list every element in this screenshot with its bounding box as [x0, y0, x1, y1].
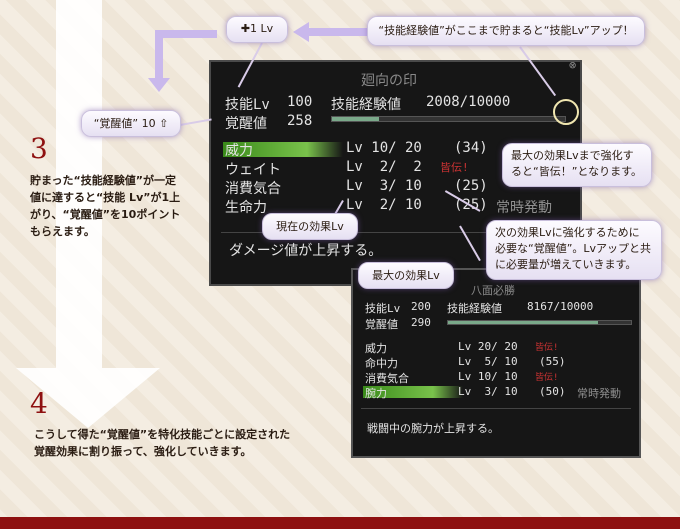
divider [221, 232, 570, 233]
effect-lv: Lv 5/ 10 [458, 355, 518, 368]
next-lv-callout: 次の効果Lvに強化するために 必要な“覚醒値”。Lvアップと共 に必要量が増えて… [486, 220, 662, 280]
flow-arrow-head [16, 368, 160, 428]
effect-cost: (55) [539, 355, 566, 368]
effect-lv: Lv 3/ 10 [346, 178, 422, 194]
effect-lv: Lv 10/ 20 [346, 140, 422, 156]
step-3-description: 貯まった“技能経験値”が一定 値に達すると“技能 Lv”が1上 がり、“覚醒値”… [30, 174, 181, 238]
awaken-value: 258 [287, 113, 313, 129]
purple-connector-vertical [155, 30, 163, 80]
row-highlight [223, 142, 343, 157]
step-4-number: 4 [30, 387, 48, 420]
awaken-plus-callout: “覚醒値” 10 ⇧ [81, 110, 181, 137]
effect-cost: 皆伝! [535, 343, 559, 353]
exp-full-callout: “技能経験値”がここまで貯まると“技能Lv”アップ！ [367, 16, 645, 46]
awaken-label: 覚醒値 [365, 318, 398, 331]
close-icon[interactable]: ⊗ [569, 58, 577, 72]
purple-arrow-left-icon [293, 22, 309, 42]
bottom-bar [0, 517, 680, 529]
exp-bar [331, 116, 566, 122]
effect-lv: Lv 2/ 10 [346, 197, 422, 213]
step-4-description: こうして得た“覚醒値”を特化技能ごとに設定された 覚醒効果に割り振って、強化して… [34, 428, 291, 458]
effect-lv: Lv 3/ 10 [458, 385, 518, 398]
skill-description: ダメージ値が上昇する。 [229, 243, 383, 259]
effect-name[interactable]: 威力 [225, 143, 253, 159]
divider [361, 408, 631, 409]
effect-name[interactable]: 腕力 [365, 387, 387, 400]
effect-lv: Lv 20/ 20 [458, 340, 518, 353]
current-lv-callout: 現在の効果Lv [262, 213, 358, 240]
effect-lv: Lv 10/ 10 [458, 370, 518, 383]
effect-name[interactable]: 命中力 [365, 357, 398, 370]
exp-max-marker [553, 99, 579, 125]
skill-lv-value: 100 [287, 94, 313, 110]
effect-cost: (34) [454, 140, 488, 156]
max-effect-callout: 最大の効果Lvまで強化す ると“皆伝！”となります。 [502, 143, 652, 187]
effect-name[interactable]: 消費気合 [365, 372, 409, 385]
step-3-number: 3 [30, 132, 48, 165]
awaken-label: 覚醒値 [225, 116, 267, 132]
exp-label: 技能経験値 [447, 302, 502, 315]
skill-description: 戦闘中の腕力が上昇する。 [367, 422, 499, 435]
exp-label: 技能経験値 [331, 97, 401, 113]
flow-arrow-shaft [56, 0, 102, 368]
effect-cost: 皆伝! [535, 373, 559, 383]
effect-lv: Lv 2/ 2 [346, 159, 422, 175]
exp-bar [447, 320, 632, 325]
skill-lv-label: 技能Lv [365, 302, 401, 315]
skill-panel-max: 八面必勝 技能Lv 200 技能経験値 8167/10000 覚醒値 290 威… [351, 268, 641, 458]
max-lv-callout: 最大の効果Lv [358, 262, 454, 289]
row-highlight [363, 386, 463, 398]
effect-extra: 常時発動 [577, 387, 621, 400]
effect-cost: (25) [454, 178, 488, 194]
exp-value: 8167/10000 [527, 300, 594, 313]
purple-connector-top [308, 28, 368, 36]
skill-lv-value: 200 [411, 300, 431, 313]
skill-title: 八面必勝 [471, 284, 515, 297]
effect-name[interactable]: 消費気合 [225, 181, 281, 197]
effect-name[interactable]: ウェイト [225, 162, 281, 178]
purple-connector-horizontal [155, 30, 217, 38]
skill-lv-label: 技能Lv [225, 97, 270, 113]
effect-cost: 皆伝! [440, 161, 469, 174]
purple-arrow-down-icon [148, 78, 170, 92]
exp-value: 2008/10000 [426, 94, 511, 110]
exp-bar-fill [448, 321, 599, 324]
effect-name[interactable]: 生命力 [225, 200, 267, 216]
awaken-value: 290 [411, 316, 431, 329]
exp-bar-fill [332, 117, 379, 121]
effect-extra: 常時発動 [496, 200, 552, 216]
effect-cost: (50) [539, 385, 566, 398]
effect-name[interactable]: 威力 [365, 342, 387, 355]
skill-title: 廻向の印 [361, 73, 417, 89]
lv-up-callout: ✚1 Lv [226, 16, 288, 43]
